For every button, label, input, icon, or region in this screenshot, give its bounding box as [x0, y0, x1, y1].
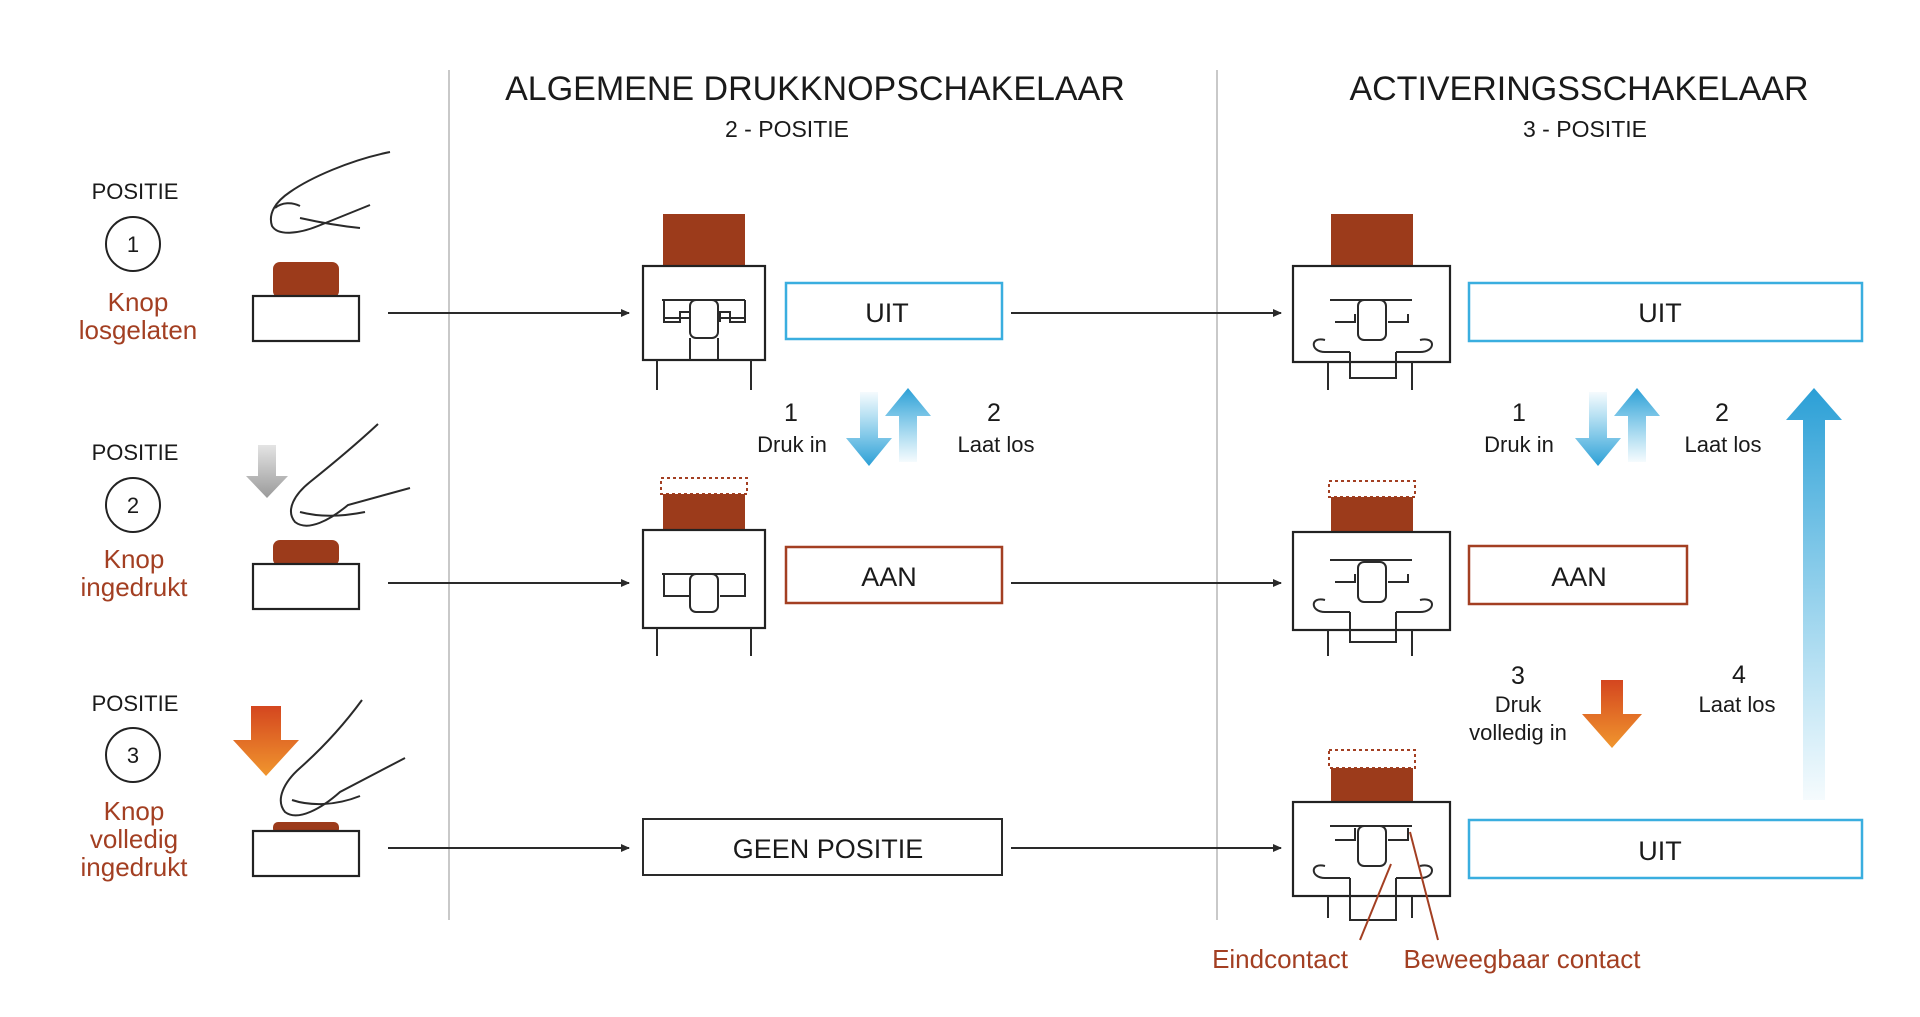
step-number: 1 [784, 399, 798, 427]
movable-contact-label: Beweegbaar contact [1403, 944, 1641, 974]
general-state-box-on [784, 545, 1004, 605]
activation-switch-subtitle: 3 - POSITIE [1523, 116, 1647, 142]
step-label: Druk in [1484, 432, 1554, 457]
general-state-box-off [784, 281, 1004, 341]
step-label: Laat los [1684, 432, 1761, 457]
press-down-arrow-icon [246, 445, 288, 498]
press-arrow-icon [1575, 392, 1621, 466]
finger-icon [279, 699, 406, 817]
activation-switch-icon-released [1291, 214, 1452, 390]
activation-state-box-off [1467, 281, 1864, 343]
activation-state-box-on [1467, 544, 1689, 606]
position-number: 1 [127, 232, 139, 257]
position-label: POSITIE [92, 691, 179, 716]
step-number: 1 [1512, 399, 1526, 427]
end-contact-leader-line [1359, 863, 1392, 941]
position-number: 3 [127, 743, 139, 768]
general-switch-subtitle: 2 - POSITIE [725, 116, 849, 142]
position-number-circle [105, 216, 161, 272]
general-state-label: AAN [861, 562, 917, 592]
finger-icon [290, 423, 411, 527]
release-arrow-icon [1614, 388, 1660, 462]
position-label: POSITIE [92, 179, 179, 204]
end-contact-label: Eindcontact [1212, 944, 1349, 974]
activation-state-label: AAN [1551, 562, 1607, 592]
position-caption-line2: ingedrukt [81, 572, 189, 602]
position-1-legend: POSITIE 1 Knop losgelaten [79, 179, 198, 345]
return-arrow-icon [1786, 388, 1842, 800]
position-caption-line1: Knop [108, 287, 169, 317]
activation-state-label: UIT [1638, 836, 1682, 866]
release-arrow-icon [885, 388, 931, 462]
activation-transition-arrows [1575, 388, 1660, 466]
position-number: 2 [127, 493, 139, 518]
button-fully-pressed-icon [251, 822, 361, 878]
step-label-line2: volledig in [1469, 720, 1567, 745]
general-switch-title: ALGEMENE DRUKKNOPSCHAKELAAR [505, 70, 1125, 108]
activation-switch-icon-pressed [1291, 480, 1452, 656]
step-number: 3 [1511, 662, 1525, 690]
activation-state-label: UIT [1638, 298, 1682, 328]
position-caption-line2: volledig [90, 824, 178, 854]
step-label: Druk in [757, 432, 827, 457]
step-number: 2 [1715, 399, 1729, 427]
general-switch-icon-released [641, 214, 767, 390]
position-number-circle [105, 477, 161, 533]
position-number-circle [105, 727, 161, 783]
activation-switch-title: ACTIVERINGSSCHAKELAAR [1349, 70, 1808, 108]
movable-contact-leader-line [1409, 831, 1439, 941]
general-switch-icon-pressed [641, 477, 767, 656]
step-number: 2 [987, 399, 1001, 427]
activation-state-box-off [1467, 818, 1864, 880]
full-press-arrow-icon [1582, 680, 1642, 748]
position-3-legend: POSITIE 3 Knop volledig ingedrukt [81, 691, 189, 882]
full-press-arrow-icon [233, 706, 299, 776]
position-caption-line1: Knop [104, 544, 165, 574]
position-2-legend: POSITIE 2 Knop ingedrukt [81, 440, 189, 602]
button-pressed-icon [251, 540, 361, 611]
position-caption-line3: ingedrukt [81, 852, 189, 882]
general-state-label: GEEN POSITIE [733, 834, 924, 864]
step-number: 4 [1732, 661, 1746, 689]
step-label: Laat los [957, 432, 1034, 457]
position-label: POSITIE [92, 440, 179, 465]
general-state-box-none [642, 818, 1003, 876]
step-label-line1: Druk [1495, 692, 1542, 717]
position-caption-line2: losgelaten [79, 315, 198, 345]
press-arrow-icon [846, 392, 892, 466]
general-state-label: UIT [865, 298, 909, 328]
position-caption-line1: Knop [104, 796, 165, 826]
activation-switch-icon-fully-pressed [1291, 749, 1452, 921]
button-released-icon [251, 262, 361, 343]
general-transition-arrows [846, 388, 931, 466]
step-label: Laat los [1698, 692, 1775, 717]
finger-icon [270, 151, 391, 234]
